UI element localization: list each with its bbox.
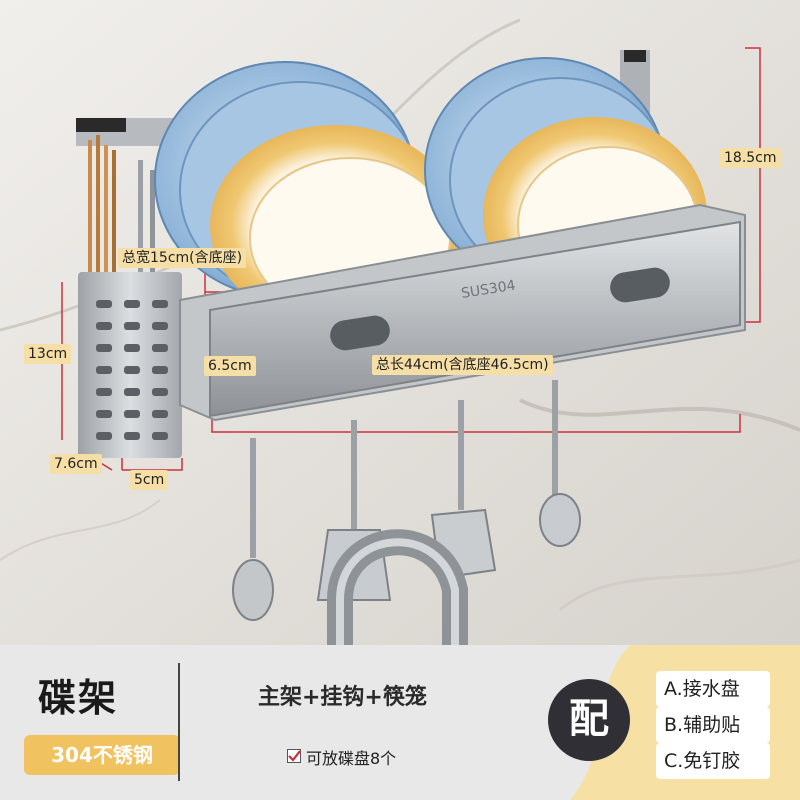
rack-basket: SUS304 [179, 203, 746, 422]
height-label: 18.5cm [720, 148, 781, 168]
product-photo: SUS304 [0, 0, 800, 645]
holder-cup [78, 272, 182, 458]
holder-depth-label: 5cm [130, 470, 169, 490]
product-title: 碟架 [38, 676, 119, 720]
marble-vein [0, 499, 161, 561]
ladle [232, 559, 274, 621]
holder-width-label: 7.6cm [50, 454, 102, 474]
chopsticks [88, 140, 92, 280]
material-badge: 304不锈钢 [24, 735, 180, 775]
divider [178, 663, 180, 781]
info-bar: 碟架 304不锈钢 主架+挂钩+筷笼 可放碟盘8个 配 A.接水盘 B.辅助贴 … [0, 645, 800, 800]
marble-vein [519, 398, 800, 432]
contents-text: 主架+挂钩+筷笼 [258, 685, 427, 710]
capacity-note: 可放碟盘8个 [306, 749, 397, 768]
pasta-server [539, 493, 581, 547]
total-width-label: 总宽15cm(含底座) [118, 248, 247, 268]
accessory-item-c: C.免钉胶 [656, 743, 770, 779]
utensil-holder [76, 118, 182, 458]
marble-vein [559, 558, 800, 612]
checkbox-checked-icon [287, 749, 301, 763]
total-length-label: 总长44cm(含底座46.5cm) [372, 355, 553, 375]
holder-height-label: 13cm [24, 344, 72, 364]
accessory-item-b: B.辅助贴 [656, 707, 770, 743]
accessories-circle: 配 [548, 679, 630, 761]
accessory-item-a: A.接水盘 [656, 671, 770, 707]
depth-label: 6.5cm [204, 356, 256, 376]
